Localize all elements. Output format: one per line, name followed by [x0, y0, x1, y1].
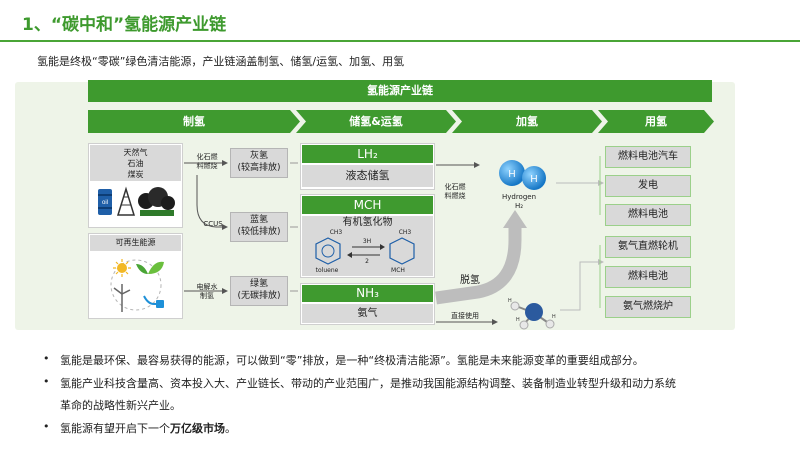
nh3-desc: 氨气 [302, 304, 433, 323]
intro-text: 氢能是终极“零碳”绿色清洁能源，产业链涵盖制氢、储氢/运氢、加氢、用氢 [37, 55, 405, 68]
lh2-desc: 液态储氢 [302, 165, 433, 187]
page-title: 1、“碳中和”氢能源产业链 [22, 15, 227, 35]
bullet-dot: • [43, 375, 50, 388]
svg-text:oil: oil [102, 200, 108, 206]
leaf-icon [136, 261, 164, 274]
toluene-formula: CH3 [329, 229, 343, 236]
fossil-combustion-label: 化石燃 料燃烧 [196, 153, 218, 170]
bullet-3: • 氢能源有望开启下一个万亿级市场。 [43, 420, 236, 435]
title-divider [0, 40, 800, 42]
use-ammonia-fuel-cell: 燃料电池 [605, 266, 691, 288]
renewable-label: 可再生能源 [90, 235, 181, 251]
hydrogen-molecule-icon: H H [490, 158, 556, 192]
direct-use-label: 直接使用 [451, 312, 479, 320]
toluene-ring [315, 237, 341, 265]
grey-hydrogen-name: 灰氢 [249, 151, 268, 161]
svg-text:H: H [508, 169, 515, 180]
hydrogen-formula: H₂ [514, 202, 524, 210]
toluene-label: toluene [315, 267, 339, 274]
blue-hydrogen-box: 蓝氢 (较低排放) [230, 212, 288, 242]
stage-usage: 用氢 [598, 110, 714, 133]
svg-text:H: H [530, 174, 537, 185]
bullet-2: • 氢能产业科技含量高、资本投入大、产业链长、带动的产业范围广，是推动我国能源结… [43, 375, 676, 390]
stage-refueling: 加氢 [452, 110, 602, 133]
green-hydrogen-box: 绿氢 (无碳排放) [230, 276, 288, 306]
bullet-dot: • [43, 420, 50, 433]
blue-hydrogen-note: (较低排放) [237, 226, 281, 237]
use-ammonia-turbine: 氨气直燃轮机 [605, 236, 691, 258]
use-fuel-cell: 燃料电池 [605, 204, 691, 226]
fossil-fuel-list: 天然气 石油 煤炭 [90, 145, 181, 181]
ammonia-molecule-icon: H H H [502, 296, 560, 330]
dehydrogenation-label: 脱氢 [460, 275, 480, 286]
grey-hydrogen-box: 灰氢 (较高排放) [230, 148, 288, 178]
use-fuel-cell-vehicle: 燃料电池汽车 [605, 146, 691, 168]
electrolysis-label: 电解水 制氢 [196, 283, 218, 300]
atom-label-h1: H [508, 298, 512, 304]
grey-hydrogen-note: (较高排放) [237, 162, 281, 173]
nh3-label: NH₃ [302, 285, 433, 302]
mch-reaction [306, 228, 430, 274]
mch-label: MCH [302, 196, 433, 214]
mch-detail: 有机氢化物 [302, 216, 433, 276]
green-hydrogen-name: 绿氢 [249, 279, 268, 289]
fossil-item-oil: 石油 [127, 159, 144, 168]
bullet-1: • 氢能是最环保、最容易获得的能源，可以做到“零”排放，是一种“终极清洁能源”。… [43, 352, 644, 367]
fossil-icons: oil [96, 183, 178, 223]
mch-formula: CH3 [398, 229, 412, 236]
green-hydrogen-note: (无碳排放) [237, 290, 281, 301]
wind-turbine-icon [113, 284, 131, 312]
sun-icon [113, 259, 131, 277]
bullet-dot: • [43, 352, 50, 365]
blue-hydrogen-name: 蓝氢 [249, 215, 268, 225]
industry-chain-bar: 氢能源产业链 [88, 80, 712, 102]
mch-product-label: MCH [391, 267, 405, 274]
use-ammonia-furnace: 氨气燃烧炉 [605, 296, 691, 318]
stage-storage-transport: 储氢&运氢 [296, 110, 456, 133]
factory-icon [116, 186, 136, 216]
forest-icon [138, 187, 175, 216]
reaction-reverse-label: 2 [365, 258, 369, 265]
reaction-forward-label: 3H [362, 238, 372, 245]
hydrogen-label: Hydrogen [501, 193, 537, 201]
atom-label-h2: H [552, 314, 556, 320]
oil-barrel-icon: oil [98, 189, 112, 215]
mch-desc: 有机氢化物 [342, 217, 393, 228]
fossil-item-natural-gas: 天然气 [123, 148, 148, 157]
atom-label-h3: H [516, 317, 520, 323]
lh2-label: LH₂ [302, 145, 433, 163]
refuel-combustion-label: 化石燃 料燃烧 [444, 183, 466, 200]
fossil-item-coal: 煤炭 [127, 170, 144, 179]
mch-ring [389, 237, 415, 265]
stage-production: 制氢 [88, 110, 300, 133]
bullet-2-continued: 革命的战略性新兴产业。 [60, 399, 181, 412]
ccus-label: CCUS [203, 220, 223, 228]
trillion-market-emphasis: 万亿级市场 [170, 422, 225, 435]
use-power-generation: 发电 [605, 175, 691, 197]
renewable-icons [92, 254, 180, 316]
plug-icon [143, 295, 164, 308]
